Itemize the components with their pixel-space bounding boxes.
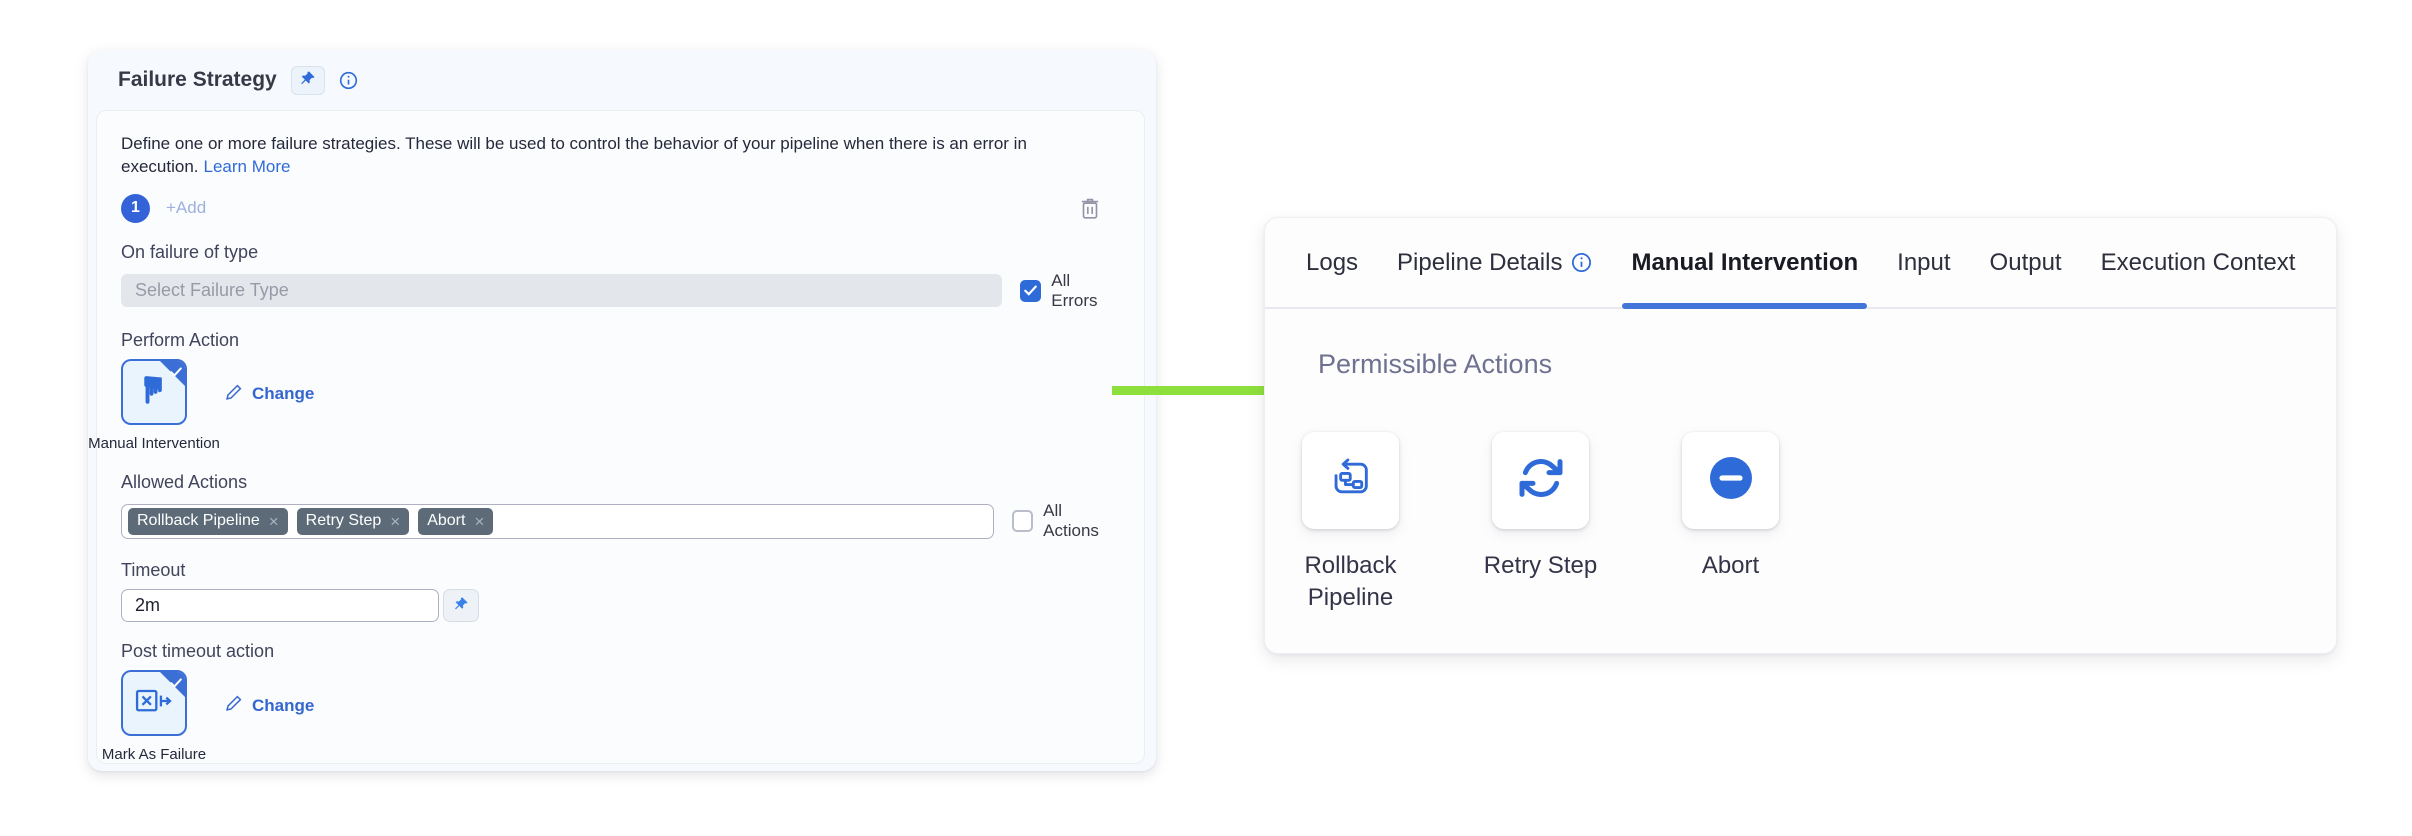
all-errors-label: All Errors [1051,271,1120,311]
allowed-actions-label: Allowed Actions [121,472,1120,493]
timeout-label: Timeout [121,560,1120,581]
allowed-actions-input[interactable]: Rollback Pipeline × Retry Step × Abort × [121,504,994,539]
rollback-pipeline-button[interactable] [1302,432,1399,529]
learn-more-link[interactable]: Learn More [204,157,291,176]
action-rollback-pipeline: Rollback Pipeline [1302,432,1399,615]
remove-tag-icon[interactable]: × [390,513,400,530]
tab-label: Logs [1306,249,1358,277]
all-errors-checkbox[interactable]: All Errors [1020,271,1120,311]
delete-strategy-button[interactable] [1077,195,1104,222]
remove-tag-icon[interactable]: × [474,513,484,530]
pin-icon [299,70,316,90]
tag-label: Rollback Pipeline [137,512,260,530]
pencil-icon [225,383,243,406]
failure-strategy-panel: Failure Strategy Define one or more fail… [88,50,1156,771]
change-label: Change [252,696,314,716]
manual-intervention-content: Permissible Actions [1265,309,2336,615]
permissible-actions-title: Permissible Actions [1318,349,2336,380]
tab-logs[interactable]: Logs [1306,218,1358,307]
checkbox-checked-icon [1020,280,1042,302]
timeout-pin-button[interactable] [443,589,479,622]
remove-tag-icon[interactable]: × [269,513,279,530]
failure-strategy-body: Define one or more failure strategies. T… [96,110,1145,764]
permissible-actions-row: Rollback Pipeline Retry S [1302,432,2336,615]
trash-icon [1077,195,1103,222]
tag-abort: Abort × [418,508,493,535]
info-icon[interactable] [339,71,358,90]
tag-label: Retry Step [306,512,382,530]
change-label: Change [252,384,314,404]
on-failure-label: On failure of type [121,242,1120,263]
action-label: Rollback Pipeline [1261,550,1441,615]
panel-title: Failure Strategy [118,68,277,92]
failure-type-select[interactable]: Select Failure Type [121,274,1002,307]
abort-button[interactable] [1682,432,1779,529]
tab-label: Execution Context [2101,249,2296,277]
tab-execution-context[interactable]: Execution Context [2101,218,2296,307]
change-post-timeout-link[interactable]: Change [225,694,314,717]
abort-icon [1707,454,1755,507]
mark-as-failure-card[interactable] [121,670,187,736]
tab-input[interactable]: Input [1897,218,1950,307]
change-action-link[interactable]: Change [225,383,314,406]
info-icon[interactable] [1571,252,1592,273]
tab-label: Output [1990,249,2062,277]
tab-manual-intervention[interactable]: Manual Intervention [1631,218,1858,307]
manual-intervention-card[interactable]: ☚ [121,359,187,425]
panel-description: Define one or more failure strategies. T… [121,133,1120,179]
strategy-number-badge[interactable]: 1 [121,194,150,223]
pencil-icon [225,694,243,717]
action-retry-step: Retry Step [1492,432,1589,615]
pin-icon [453,596,469,615]
perform-action-selected-label: Manual Intervention [79,434,229,454]
check-icon [170,675,182,685]
perform-action-label: Perform Action [121,330,1120,351]
perform-action-card-column: ☚ Manual Intervention [121,359,187,454]
tag-retry-step: Retry Step × [297,508,410,535]
retry-step-button[interactable] [1492,432,1589,529]
action-label: Retry Step [1451,550,1631,582]
tag-rollback-pipeline: Rollback Pipeline × [128,508,288,535]
action-abort: Abort [1682,432,1779,615]
all-actions-checkbox[interactable]: All Actions [1012,501,1120,541]
perform-action-block: ☚ Manual Intervention Change [121,359,1120,454]
checkbox-unchecked-icon [1012,510,1034,532]
tab-output[interactable]: Output [1990,218,2062,307]
tag-label: Abort [427,512,465,530]
all-actions-label: All Actions [1043,501,1120,541]
failure-type-placeholder: Select Failure Type [135,280,289,301]
allowed-actions-row: Rollback Pipeline × Retry Step × Abort ×… [121,501,1120,541]
tab-pipeline-details[interactable]: Pipeline Details [1397,218,1592,307]
execution-details-panel: Logs Pipeline Details Manual Interventio… [1264,217,2337,654]
tab-label: Manual Intervention [1631,249,1858,277]
tab-label: Pipeline Details [1397,249,1562,277]
retry-icon [1517,454,1565,507]
failure-type-row: Select Failure Type All Errors [121,271,1120,311]
post-timeout-card-column: Mark As Failure [121,670,187,765]
rollback-pipeline-icon [1328,455,1374,506]
failure-strategy-header: Failure Strategy [88,50,1156,102]
tab-label: Input [1897,249,1950,277]
post-timeout-block: Mark As Failure Change [121,670,1120,765]
action-label: Abort [1641,550,1821,582]
check-icon [170,364,182,374]
post-timeout-label: Post timeout action [121,641,1120,662]
strategy-list-row: 1 +Add [121,194,1120,223]
add-strategy-link[interactable]: +Add [166,198,206,218]
timeout-input[interactable] [121,589,439,622]
details-tab-bar: Logs Pipeline Details Manual Interventio… [1265,218,2336,309]
timeout-row [121,589,1120,622]
post-timeout-selected-label: Mark As Failure [79,745,229,765]
pin-button[interactable] [291,66,325,95]
